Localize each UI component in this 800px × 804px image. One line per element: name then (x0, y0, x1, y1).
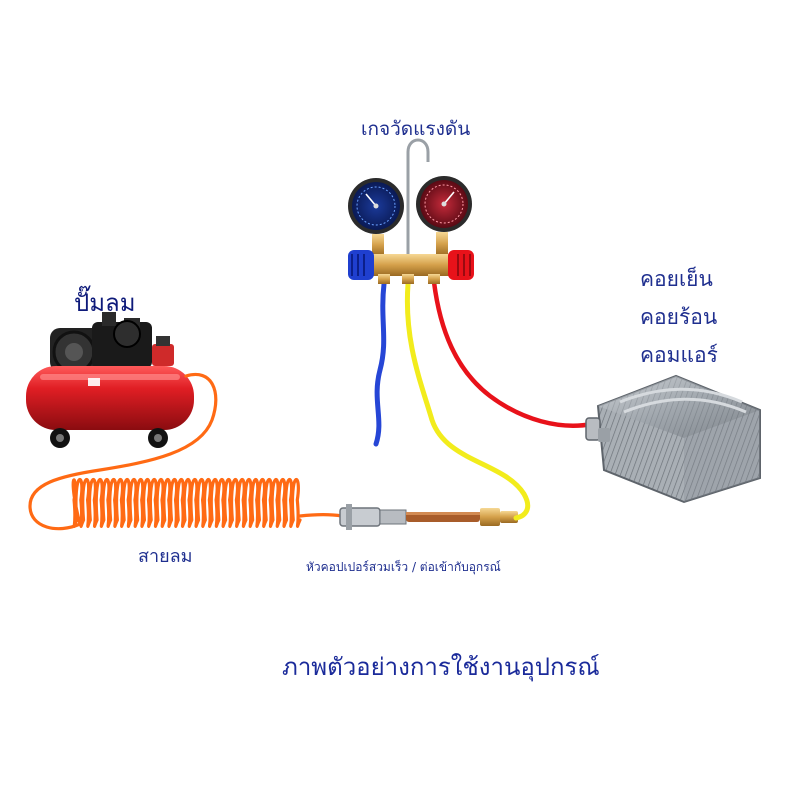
gauge-hook (406, 138, 430, 262)
manifold-body (370, 254, 452, 276)
coiled-air-hose (28, 372, 344, 531)
blue-valve-knob (348, 250, 374, 280)
coil-label-group: คอยเย็น คอยร้อน คอมแอร์ (640, 260, 718, 374)
coupler-label: หัวคอปเปอร์สวมเร็ว / ต่อเข้ากับอุกรณ์ (306, 560, 501, 574)
manifold-gauge (348, 138, 474, 284)
brass-fitting (480, 508, 500, 526)
hose-coil-loops (71, 478, 302, 528)
caption: ภาพตัวอย่างการใช้งานอุปกรณ์ (282, 653, 600, 681)
compressor-tank (26, 366, 194, 430)
yellow-hose (404, 281, 531, 521)
air-compressor (26, 312, 194, 448)
coil-label-condenser: คอยร้อน (640, 305, 718, 329)
blue-hose (373, 281, 387, 447)
pressure-switch (152, 344, 174, 366)
ac-coil (585, 374, 761, 504)
coil-inlet-fitting (585, 417, 601, 441)
pump-label: ปั๊มลม (74, 289, 136, 317)
quick-coupler-assembly (339, 504, 518, 530)
coil-label-evaporator: คอยเย็น (640, 267, 713, 291)
red-valve-knob (448, 250, 474, 280)
red-hose (431, 279, 595, 428)
hose-label: สายลม (138, 546, 193, 567)
gauge-label: เกจวัดแรงดัน (361, 118, 471, 140)
coil-label-compressor: คอมแอร์ (640, 343, 718, 367)
